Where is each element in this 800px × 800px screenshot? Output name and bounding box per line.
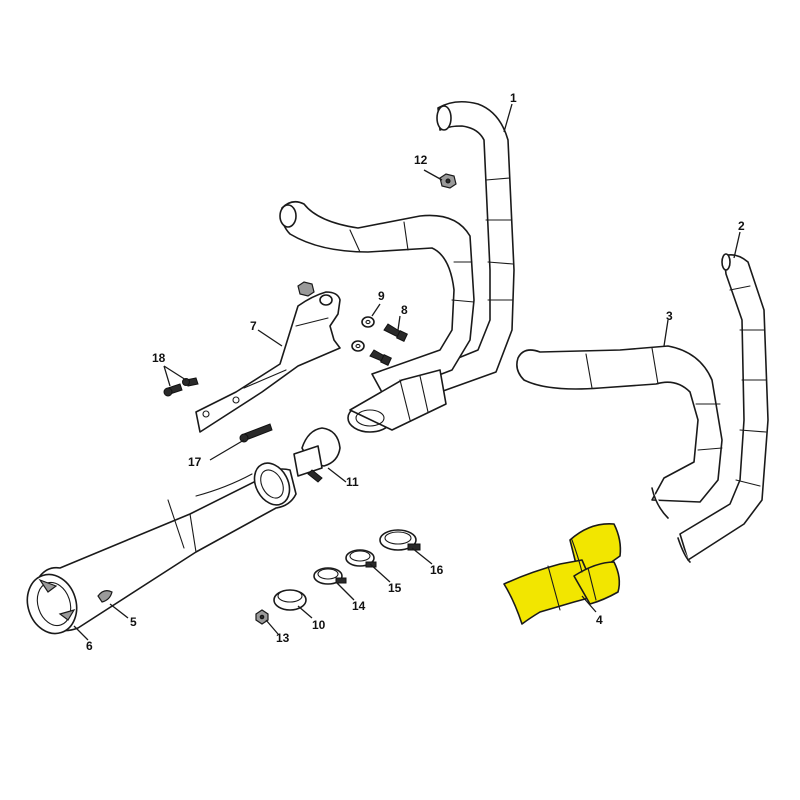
label-16: 16 [430,563,444,577]
label-5: 5 [130,615,137,629]
part-labels: 1 2 3 4 5 6 7 8 9 10 11 12 13 14 15 16 1… [86,91,745,653]
part-12-nut[interactable] [439,173,457,189]
part-11-clamp[interactable] [293,427,341,483]
leader-lines [73,103,741,641]
label-2: 2 [738,219,745,233]
part-14-clamp[interactable] [313,567,347,585]
part-15-clamp[interactable] [345,549,377,568]
part-3-mid-pipe[interactable] [516,345,723,519]
label-15: 15 [388,581,402,595]
part-9-washers[interactable] [351,316,375,352]
part-10-gasket[interactable] [273,589,307,611]
label-6: 6 [86,639,93,653]
part-7-bracket[interactable] [195,281,341,433]
part-8-bolts[interactable] [369,323,408,366]
part-16-clamp[interactable] [379,529,421,551]
label-9: 9 [378,289,385,303]
label-17: 17 [188,455,202,469]
label-4: 4 [596,613,603,627]
label-13: 13 [276,631,290,645]
part-18-bolts[interactable] [163,377,199,397]
label-11: 11 [346,475,359,489]
label-7: 7 [250,319,257,333]
part-4-heat-shield[interactable] [503,523,622,625]
part-13-nut[interactable] [255,609,269,625]
label-12: 12 [414,153,428,167]
label-8: 8 [401,303,408,317]
part-17-bolt[interactable] [239,423,273,443]
label-1: 1 [510,91,517,105]
label-10: 10 [312,618,326,632]
label-3: 3 [666,309,673,323]
part-1-head-pipe[interactable] [279,100,515,433]
part-2-rear-pipe[interactable] [677,253,769,563]
label-18: 18 [152,351,166,365]
label-14: 14 [352,599,366,613]
part-5-muffler[interactable] [39,457,297,632]
part-6-end-cap[interactable] [20,568,113,640]
